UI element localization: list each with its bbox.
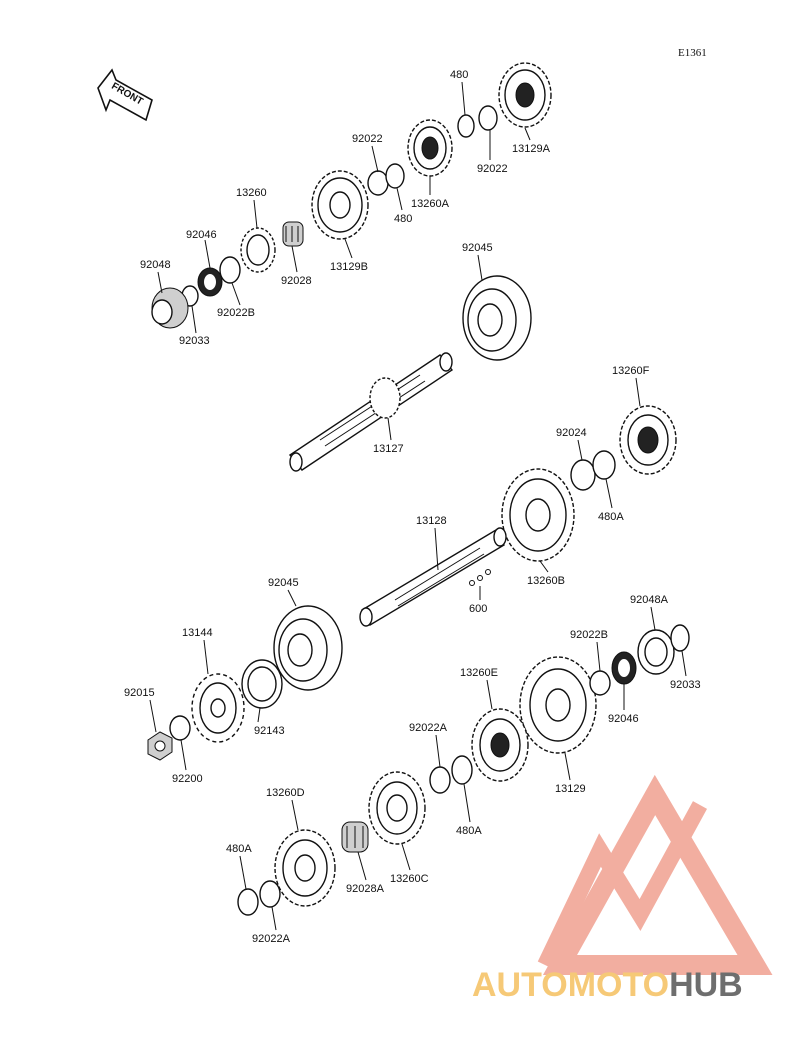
- washer-92022-mid: [367, 170, 389, 196]
- label-92045-top: 92045: [462, 242, 493, 254]
- sprocket-13144: [191, 673, 245, 743]
- label-92022A-low: 92022A: [252, 933, 291, 945]
- front-arrow-icon: FRONT: [97, 68, 153, 122]
- watermark-logo-icon: [537, 774, 773, 975]
- label-92022-top: 92022: [477, 163, 508, 175]
- collar-92143: [241, 659, 283, 709]
- washer-92200: [169, 715, 191, 741]
- collar-92048: [151, 287, 189, 329]
- label-92045-low: 92045: [268, 577, 299, 589]
- label-600: 600: [469, 603, 487, 615]
- gear-13260F: [619, 405, 677, 475]
- label-480A-low: 480A: [226, 843, 252, 855]
- label-13260B: 13260B: [527, 575, 565, 587]
- washer-92022B-low: [589, 670, 611, 696]
- ball-bearing-92045-top: [462, 275, 532, 361]
- circlip-480A-mid: [451, 755, 473, 785]
- label-92033-low: 92033: [670, 679, 701, 691]
- shaft-13128: [359, 527, 507, 627]
- washer-92024: [570, 459, 596, 491]
- label-92028: 92028: [281, 275, 312, 287]
- circlip-480-mid: [385, 163, 405, 189]
- diagram-reference-code: E1361: [678, 47, 707, 59]
- gear-13260E: [471, 708, 529, 782]
- gear-13129: [519, 656, 597, 754]
- label-13129: 13129: [555, 783, 586, 795]
- shaft-13127: [288, 352, 454, 472]
- label-13260D: 13260D: [266, 787, 305, 799]
- label-92143: 92143: [254, 725, 285, 737]
- label-92015: 92015: [124, 687, 155, 699]
- gear-13260: [240, 227, 276, 273]
- label-480-top: 480: [450, 69, 468, 81]
- watermark-text-part2: HUB: [669, 966, 743, 1004]
- label-13144: 13144: [182, 627, 213, 639]
- collar-92048A: [637, 629, 675, 675]
- part-labels: 480 92022 13129A 92022 13260A 480 13260 …: [124, 69, 701, 945]
- label-92048A: 92048A: [630, 594, 669, 606]
- washer-92022A-low: [259, 880, 281, 908]
- nut-92015: [147, 731, 173, 761]
- circlip-92033-low: [670, 624, 690, 652]
- label-92200: 92200: [172, 773, 203, 785]
- washer-92022-top: [478, 105, 498, 131]
- label-92022B: 92022B: [217, 307, 255, 319]
- label-92048: 92048: [140, 259, 171, 271]
- label-13129A: 13129A: [512, 143, 551, 155]
- gear-13260B: [501, 468, 575, 562]
- leader-lines: [149, 81, 687, 931]
- pins-600: [469, 569, 491, 586]
- label-13127: 13127: [373, 443, 404, 455]
- needle-bearing-92046-low: [611, 651, 637, 685]
- gear-13260D: [274, 829, 336, 907]
- needle-bearing-92028: [282, 221, 304, 247]
- label-92033: 92033: [179, 335, 210, 347]
- watermark-text-part1: AUTOMOTO: [472, 966, 669, 1004]
- label-13128: 13128: [416, 515, 447, 527]
- gear-13129B: [311, 170, 369, 240]
- circlip-480-top: [457, 114, 475, 138]
- gear-13260C: [368, 771, 426, 845]
- washer-92022A-mid: [429, 766, 451, 794]
- circlip-480A-low: [237, 888, 259, 916]
- ball-bearing-92045-low: [273, 605, 343, 691]
- label-92022A-mid: 92022A: [409, 722, 448, 734]
- label-480A-mid: 480A: [456, 825, 482, 837]
- circlip-480A-right: [592, 450, 616, 480]
- washer-92022B: [219, 256, 241, 284]
- needle-bearing-92046: [197, 267, 223, 297]
- gear-13260A: [407, 119, 453, 177]
- label-13260E: 13260E: [460, 667, 498, 679]
- label-13129B: 13129B: [330, 261, 368, 273]
- automotohub-watermark: AUTOMOTOHUB: [472, 774, 773, 1004]
- label-92028A: 92028A: [346, 883, 385, 895]
- needle-bearing-92028A: [341, 821, 369, 853]
- label-92022B-low: 92022B: [570, 629, 608, 641]
- label-13260: 13260: [236, 187, 267, 199]
- label-92022-mid: 92022: [352, 133, 383, 145]
- label-480-mid: 480: [394, 213, 412, 225]
- label-13260F: 13260F: [612, 365, 650, 377]
- label-13260A: 13260A: [411, 198, 450, 210]
- watermark-text: AUTOMOTOHUB: [472, 966, 743, 1004]
- label-13260C: 13260C: [390, 873, 429, 885]
- gear-13129A: [498, 62, 552, 128]
- label-480A-right: 480A: [598, 511, 624, 523]
- label-92024: 92024: [556, 427, 587, 439]
- label-92046-low: 92046: [608, 713, 639, 725]
- label-92046: 92046: [186, 229, 217, 241]
